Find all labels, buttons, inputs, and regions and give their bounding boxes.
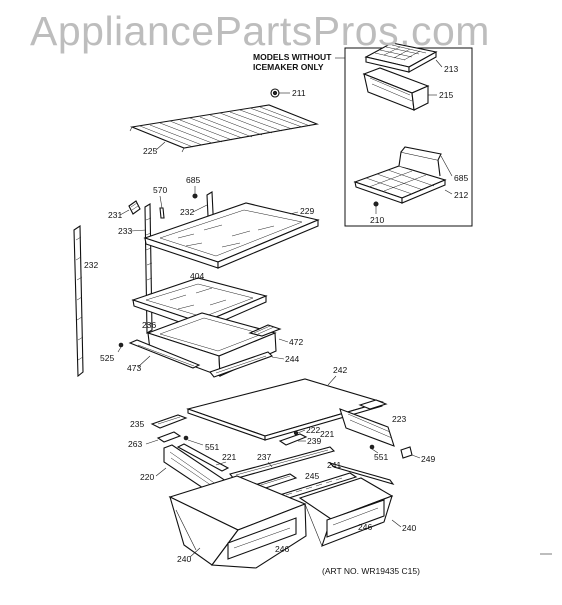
label-239: 239 bbox=[307, 436, 321, 446]
part-473-slide bbox=[128, 339, 201, 369]
label-685-inset: 685 bbox=[454, 173, 468, 183]
part-249-bracket bbox=[400, 446, 421, 459]
label-211: 211 bbox=[292, 88, 306, 98]
label-404: 404 bbox=[190, 271, 204, 281]
label-551-left: 551 bbox=[205, 442, 219, 452]
part-570-screw bbox=[159, 195, 165, 219]
label-249: 249 bbox=[421, 454, 435, 464]
part-211-cap bbox=[270, 88, 290, 98]
part-222-clip bbox=[293, 429, 306, 436]
label-225: 225 bbox=[143, 146, 157, 156]
label-215: 215 bbox=[439, 90, 453, 100]
inset-heading-line1: MODELS WITHOUT bbox=[253, 52, 332, 62]
part-240-crisper-right bbox=[298, 477, 394, 547]
part-239-divider bbox=[278, 433, 308, 446]
part-551-screw-left bbox=[183, 435, 204, 446]
label-241: 241 bbox=[327, 460, 341, 470]
part-213-ice-tray bbox=[364, 42, 443, 73]
part-229-glass-shelf bbox=[143, 202, 320, 269]
label-221-center: 221 bbox=[320, 429, 334, 439]
label-244: 244 bbox=[285, 354, 299, 364]
label-240-right: 240 bbox=[402, 523, 416, 533]
label-245: 245 bbox=[305, 471, 319, 481]
part-231-clip bbox=[128, 200, 141, 215]
label-212: 212 bbox=[454, 190, 468, 200]
label-237: 237 bbox=[257, 452, 271, 462]
part-551-screw-right bbox=[369, 444, 379, 454]
part-223-rail-right bbox=[339, 399, 395, 447]
part-236-pan-frame bbox=[146, 312, 282, 377]
part-241-support bbox=[328, 461, 395, 485]
label-263: 263 bbox=[128, 439, 142, 449]
label-240-left: 240 bbox=[177, 554, 191, 564]
label-685: 685 bbox=[186, 175, 200, 185]
label-246-left: 246 bbox=[275, 544, 289, 554]
label-246-right: 246 bbox=[358, 522, 372, 532]
label-232-rail: 232 bbox=[84, 260, 98, 270]
label-231: 231 bbox=[108, 210, 122, 220]
label-236: 236 bbox=[142, 320, 156, 330]
part-240-crisper-left bbox=[168, 475, 307, 569]
label-229: 229 bbox=[300, 206, 314, 216]
label-551-right: 551 bbox=[374, 452, 388, 462]
part-685-screw bbox=[192, 186, 198, 199]
part-221-cross-rail bbox=[176, 443, 230, 472]
label-570: 570 bbox=[153, 185, 167, 195]
label-221-left: 221 bbox=[222, 452, 236, 462]
label-472: 472 bbox=[289, 337, 303, 347]
part-212-ice-rack bbox=[353, 146, 453, 214]
label-223: 223 bbox=[392, 414, 406, 424]
art-number: (ART NO. WR19435 C15) bbox=[322, 566, 420, 576]
label-473: 473 bbox=[127, 363, 141, 373]
part-525-screw bbox=[117, 342, 124, 353]
part-225-wire-shelf bbox=[129, 104, 319, 153]
inset-panel: MODELS WITHOUT ICEMAKER ONLY 213 bbox=[253, 42, 473, 227]
label-242: 242 bbox=[333, 365, 347, 375]
label-210: 210 bbox=[370, 215, 384, 225]
label-220: 220 bbox=[140, 472, 154, 482]
part-232-side-rail bbox=[73, 224, 84, 378]
label-222: 222 bbox=[306, 425, 320, 435]
part-263-bracket bbox=[156, 431, 182, 443]
label-525: 525 bbox=[100, 353, 114, 363]
label-233: 233 bbox=[118, 226, 132, 236]
watermark: AppliancePartsPros.com bbox=[30, 8, 490, 54]
part-244-slide bbox=[209, 351, 274, 378]
inset-heading-line2: ICEMAKER ONLY bbox=[253, 62, 324, 72]
part-215-ice-bin bbox=[362, 67, 437, 111]
part-235-rail-left bbox=[150, 414, 188, 429]
label-213: 213 bbox=[444, 64, 458, 74]
label-232-upper: 232 bbox=[180, 207, 194, 217]
label-235: 235 bbox=[130, 419, 144, 429]
